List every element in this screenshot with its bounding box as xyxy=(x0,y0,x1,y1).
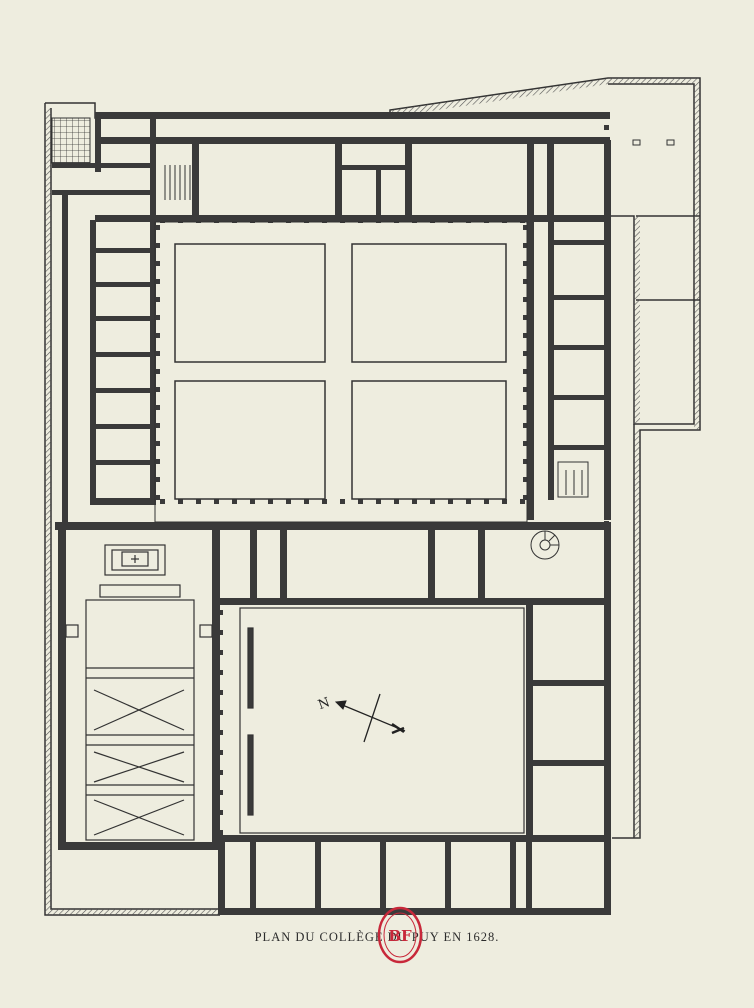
outer-boundary xyxy=(44,77,701,916)
colonnade-dots xyxy=(155,125,609,900)
stair-top-left xyxy=(164,165,191,200)
boundary-hatching xyxy=(45,78,700,915)
east-stair xyxy=(557,461,589,498)
masonry-walls xyxy=(52,112,611,915)
spiral-stair xyxy=(530,530,560,560)
north-label: N xyxy=(316,695,332,713)
top-right-markers xyxy=(632,139,675,146)
stamp-text: BF xyxy=(388,927,412,945)
grid-room xyxy=(51,117,91,164)
chapel-interior xyxy=(65,544,213,841)
library-stamp: BF xyxy=(377,906,423,964)
plan-caption: PLAN DU COLLÈGE DU PUY EN 1628. xyxy=(254,930,500,944)
courtyard-parterres xyxy=(154,221,528,523)
lower-court xyxy=(239,607,525,834)
north-compass xyxy=(334,693,406,743)
